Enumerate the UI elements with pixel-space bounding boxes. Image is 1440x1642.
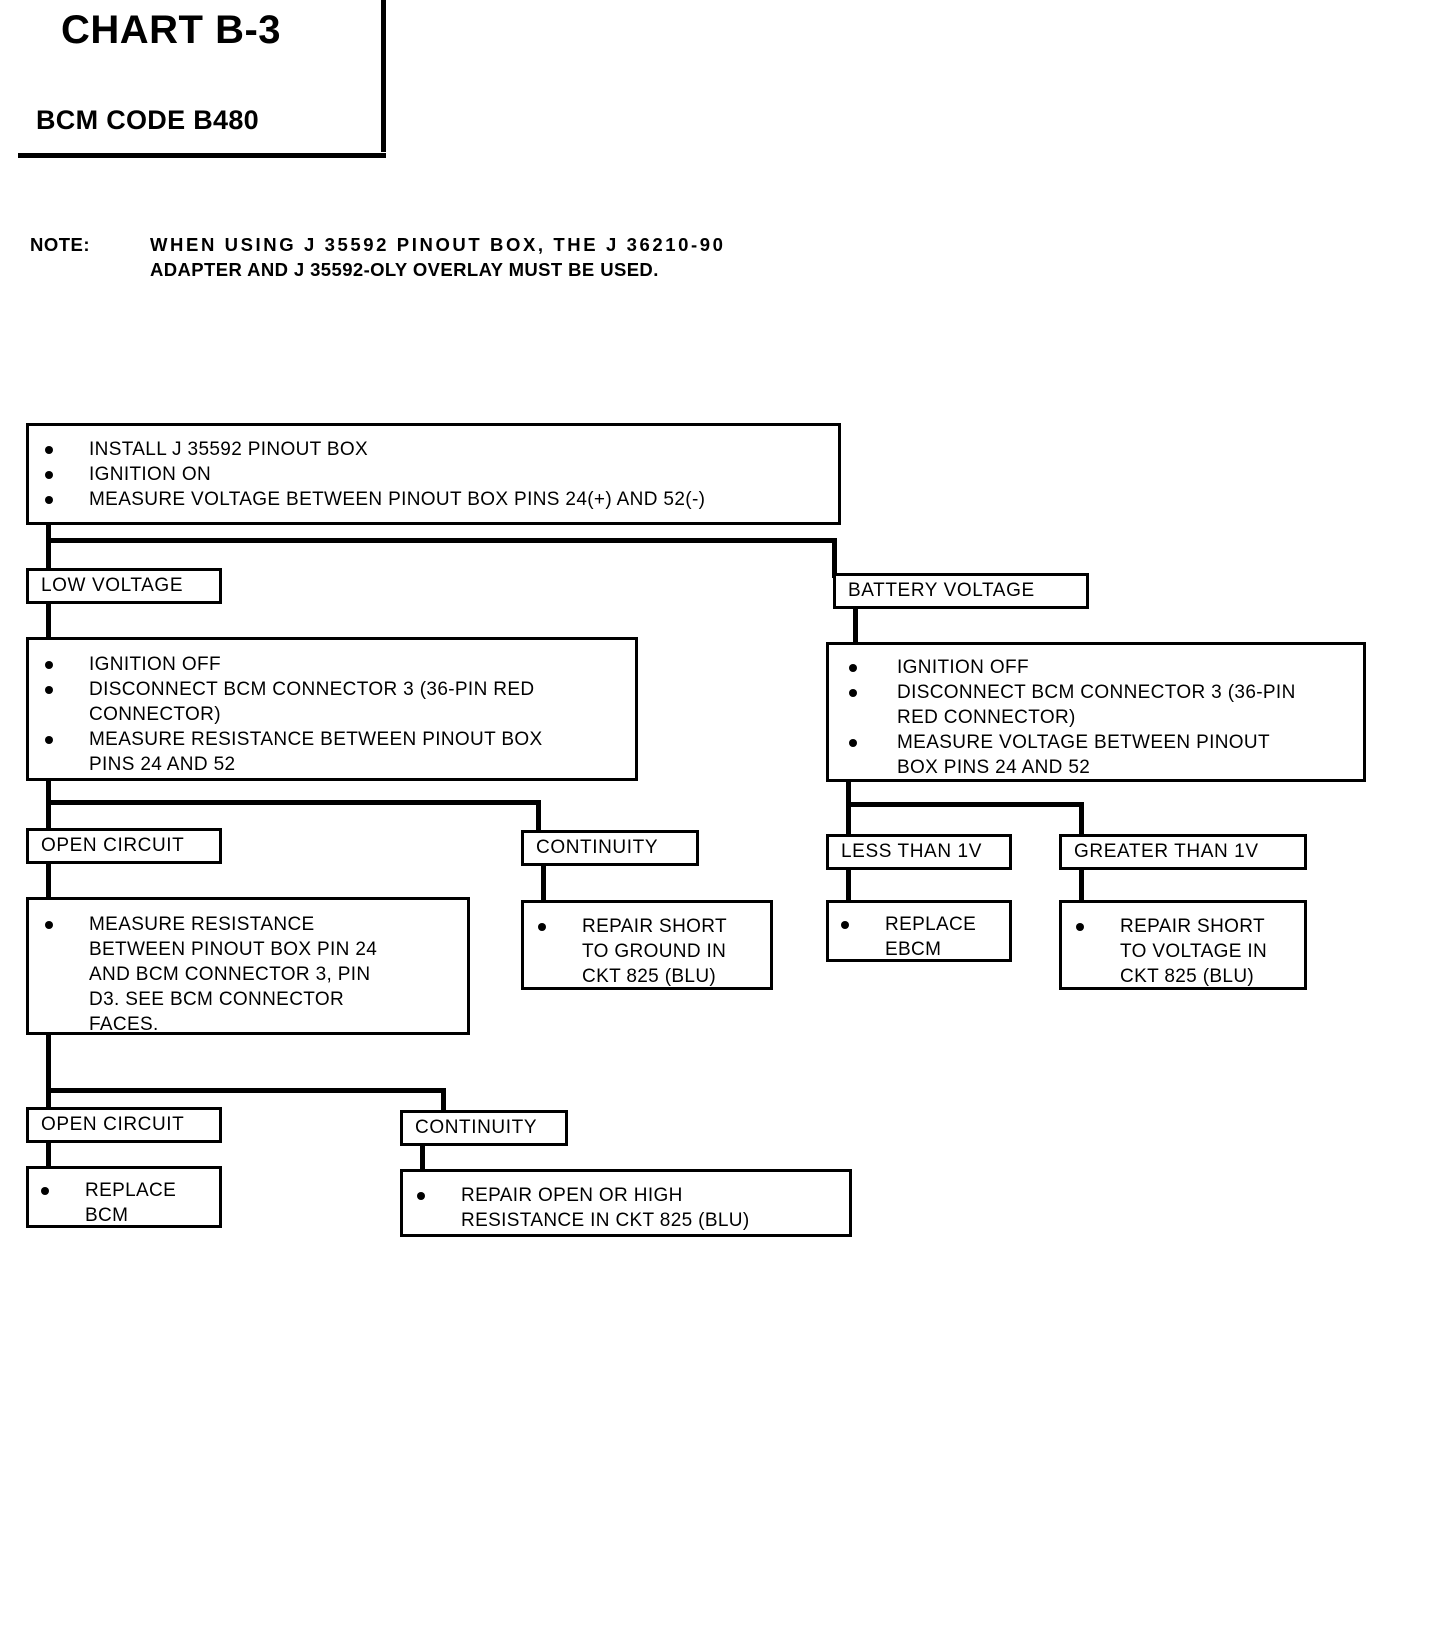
list-item: MEASURE RESISTANCE BETWEEN PINOUT BOX PI… — [45, 727, 635, 777]
connector-v — [420, 1146, 425, 1172]
connector-v — [853, 609, 858, 645]
list-item: IGNITION OFF — [849, 655, 1363, 680]
header-right-rule — [381, 0, 386, 152]
connector-v — [846, 870, 851, 902]
bullet-icon — [45, 921, 53, 929]
connector-v — [46, 525, 51, 573]
connector-v — [1079, 870, 1084, 902]
node-step1: INSTALL J 35592 PINOUT BOX IGNITION ON M… — [26, 423, 841, 525]
node-step-low-voltage: IGNITION OFF DISCONNECT BCM CONNECTOR 3 … — [26, 637, 638, 781]
node-open-circuit-2: OPEN CIRCUIT — [26, 1107, 222, 1143]
connector-v — [1079, 802, 1084, 838]
node-measure-resistance: MEASURE RESISTANCE BETWEEN PINOUT BOX PI… — [26, 897, 470, 1035]
list-item: REPLACE BCM — [41, 1178, 219, 1228]
list-item: IGNITION ON — [45, 462, 838, 487]
connector-v — [536, 800, 541, 832]
list-item: REPAIR OPEN OR HIGH RESISTANCE IN CKT 82… — [417, 1183, 849, 1233]
node-low-voltage: LOW VOLTAGE — [26, 568, 222, 604]
bullet-icon — [45, 686, 53, 694]
bullet-icon — [538, 923, 546, 931]
connector-v — [46, 1035, 51, 1107]
chart-title: CHART B-3 — [61, 8, 282, 52]
bullet-icon — [841, 921, 849, 929]
bullet-icon — [849, 664, 857, 672]
node-repair-open-or-high-resistance: REPAIR OPEN OR HIGH RESISTANCE IN CKT 82… — [400, 1169, 852, 1237]
list-item: MEASURE VOLTAGE BETWEEN PINOUT BOX PINS … — [849, 730, 1363, 780]
bullet-icon — [1076, 923, 1084, 931]
note-label: NOTE: — [30, 234, 91, 255]
note-line-1: WHEN USING J 35592 PINOUT BOX, THE J 362… — [150, 234, 726, 255]
connector-h — [46, 800, 541, 805]
note-line-2: ADAPTER AND J 35592-OLY OVERLAY MUST BE … — [150, 259, 659, 280]
node-battery-voltage: BATTERY VOLTAGE — [833, 573, 1089, 609]
bullet-icon — [45, 446, 53, 454]
node-replace-bcm: REPLACE BCM — [26, 1166, 222, 1228]
connector-v — [46, 1143, 51, 1169]
node-continuity-2: CONTINUITY — [400, 1110, 568, 1146]
bullet-icon — [849, 689, 857, 697]
list-item: INSTALL J 35592 PINOUT BOX — [45, 437, 838, 462]
chart-header: CHART B-3 BCM CODE B480 — [18, 0, 386, 158]
connector-v — [46, 864, 51, 900]
bullet-icon — [849, 739, 857, 747]
node-less-than-1v: LESS THAN 1V — [826, 834, 1012, 870]
connector-h — [46, 538, 837, 543]
note-text: WHEN USING J 35592 PINOUT BOX, THE J 362… — [150, 232, 940, 282]
list-item: DISCONNECT BCM CONNECTOR 3 (36-PIN RED C… — [45, 677, 635, 727]
header-bottom-rule — [18, 153, 386, 158]
node-replace-ebcm: REPLACE EBCM — [826, 900, 1012, 962]
list-item: REPLACE EBCM — [841, 912, 1009, 962]
bullet-icon — [41, 1187, 49, 1195]
chart-subtitle: BCM CODE B480 — [36, 105, 259, 135]
node-greater-than-1v: GREATER THAN 1V — [1059, 834, 1307, 870]
node-step-battery-voltage: IGNITION OFF DISCONNECT BCM CONNECTOR 3 … — [826, 642, 1366, 782]
bullet-icon — [45, 736, 53, 744]
node-repair-short-to-voltage: REPAIR SHORT TO VOLTAGE IN CKT 825 (BLU) — [1059, 900, 1307, 990]
connector-v — [441, 1088, 446, 1114]
list-item: REPAIR SHORT TO VOLTAGE IN CKT 825 (BLU) — [1076, 914, 1304, 989]
list-item: IGNITION OFF — [45, 652, 635, 677]
connector-v — [46, 781, 51, 838]
connector-v — [541, 866, 546, 902]
node-continuity-1: CONTINUITY — [521, 830, 699, 866]
bullet-icon — [45, 471, 53, 479]
connector-v — [832, 538, 837, 578]
bullet-icon — [45, 661, 53, 669]
connector-h — [46, 1088, 446, 1093]
list-item: MEASURE RESISTANCE BETWEEN PINOUT BOX PI… — [45, 912, 467, 1037]
list-item: DISCONNECT BCM CONNECTOR 3 (36-PIN RED C… — [849, 680, 1363, 730]
list-item: REPAIR SHORT TO GROUND IN CKT 825 (BLU) — [538, 914, 770, 989]
connector-v — [846, 782, 851, 842]
list-item: MEASURE VOLTAGE BETWEEN PINOUT BOX PINS … — [45, 487, 838, 512]
connector-v — [46, 604, 51, 640]
node-open-circuit-1: OPEN CIRCUIT — [26, 828, 222, 864]
bullet-icon — [417, 1192, 425, 1200]
connector-h — [846, 802, 1084, 807]
node-repair-short-to-ground: REPAIR SHORT TO GROUND IN CKT 825 (BLU) — [521, 900, 773, 990]
bullet-icon — [45, 496, 53, 504]
